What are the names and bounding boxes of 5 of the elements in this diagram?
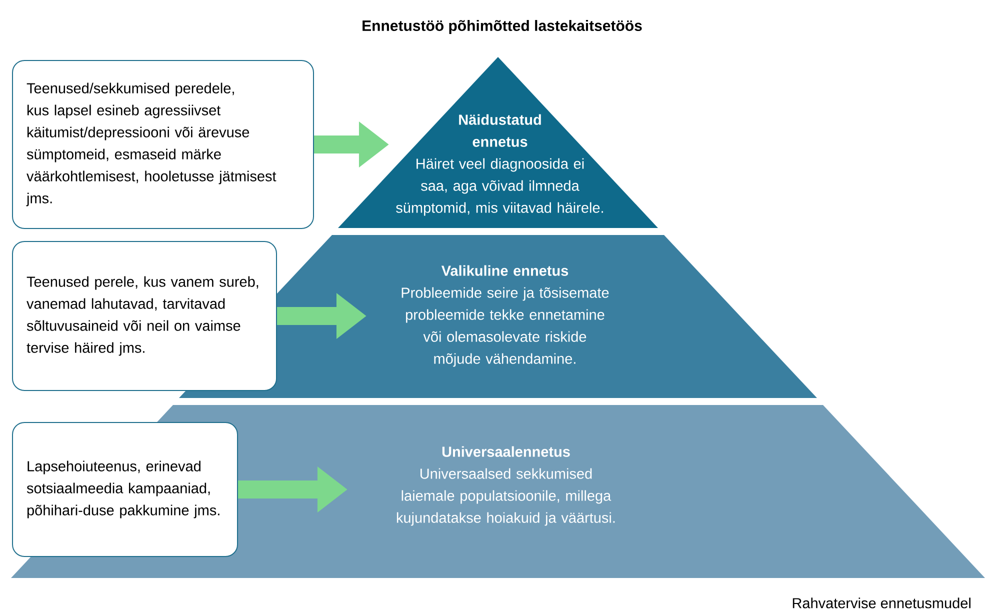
title: Ennetustöö põhimõtted lastekaitsetöös (362, 20, 642, 34)
text-box: Teenused/sekkumised peredele, kus lapsel esineb agressiivset käitumist/depressiooni või ärevuse sümptomeid, esmaseid märke väärkohtlemisest, hooletusse jätmisest jms. (12, 60, 314, 229)
text-box: Teenused perele, kus vanem sureb, vanemad lahutavad, tarvitavad sõltuvusaineid või neil on vaimse tervise häired jms. (12, 241, 277, 391)
caption: Rahvatervise ennetusmudel (792, 598, 970, 608)
pyramid-tier: Näidustatud ennetus Häiret veel diagnoosida ei saa, aga võivad ilmneda sümptomid, mis viitavad häirele. (338, 57, 658, 228)
